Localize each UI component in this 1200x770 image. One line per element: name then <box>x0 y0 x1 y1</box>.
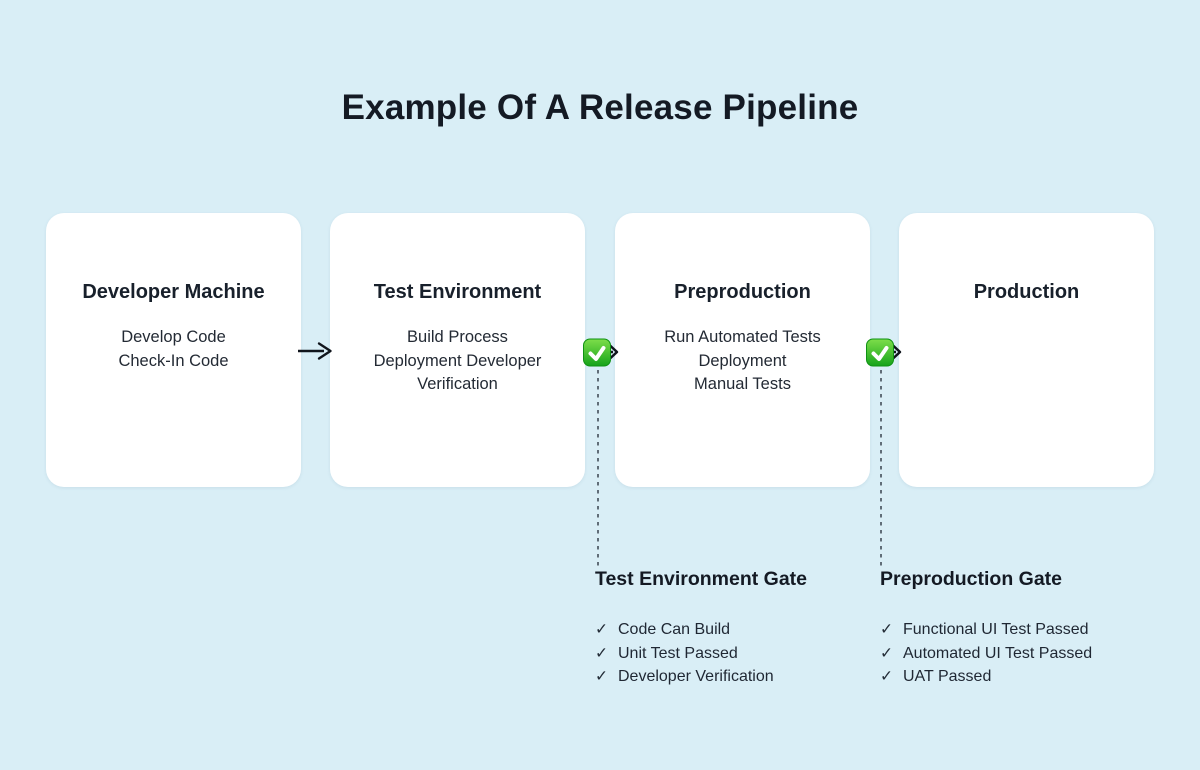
stage-task: Deployment Developer <box>373 351 542 370</box>
gate-checklist-item: ✓ Unit Test Passed <box>595 642 807 666</box>
stage-title: Preproduction <box>674 281 811 303</box>
check-icon: ✓ <box>595 668 608 685</box>
check-icon: ✓ <box>595 644 608 662</box>
stage-title: Test Environment <box>373 281 542 303</box>
gate-item-label: Automated UI Test Passed <box>903 644 1093 662</box>
gate-check-icon <box>583 338 619 367</box>
check-icon: ✓ <box>880 621 893 638</box>
gate-checklist-item: ✓ UAT Passed <box>880 665 1092 689</box>
stage-task: Develop Code <box>121 328 226 346</box>
gate-item-label: Developer Verification <box>618 668 774 685</box>
stage-task: Build Process <box>407 328 508 346</box>
gate-preproduction: Preproduction Gate ✓ Functional UI Test … <box>880 568 1092 689</box>
gate-checklist-item: ✓ Code Can Build <box>595 618 807 642</box>
stage-task: Deployment <box>698 351 787 370</box>
gate-item-label: UAT Passed <box>903 668 992 685</box>
check-icon: ✓ <box>595 621 608 638</box>
page-title: Example Of A Release Pipeline <box>341 88 859 127</box>
gate-title: Test Environment Gate <box>595 568 808 590</box>
gate-test-environment: Test Environment Gate ✓ Code Can Build ✓… <box>595 568 807 689</box>
gate-connector-line <box>880 370 882 566</box>
stage-box-production: Production <box>899 213 1154 487</box>
stage-tasks: Develop Code Check-In Code <box>46 326 301 373</box>
gate-check-icon <box>866 338 902 367</box>
gate-connector-line <box>597 370 599 566</box>
stage-task: Check-In Code <box>118 351 229 370</box>
gate-checklist: ✓ Functional UI Test Passed ✓ Automated … <box>880 618 1092 689</box>
stage-title: Developer Machine <box>82 281 265 303</box>
flow-arrow-icon <box>298 342 332 360</box>
gate-checklist-item: ✓ Developer Verification <box>595 665 807 689</box>
check-icon: ✓ <box>880 644 893 662</box>
gate-checklist-item: ✓ Automated UI Test Passed <box>880 642 1092 666</box>
gate-checklist: ✓ Code Can Build ✓ Unit Test Passed ✓ De… <box>595 618 807 689</box>
gate-item-label: Functional UI Test Passed <box>903 621 1089 638</box>
stage-box-preproduction: Preproduction Run Automated Tests Deploy… <box>615 213 870 487</box>
check-icon: ✓ <box>880 668 893 685</box>
gate-checklist-item: ✓ Functional UI Test Passed <box>880 618 1092 642</box>
stage-title: Production <box>973 281 1080 303</box>
gate-item-label: Code Can Build <box>618 621 731 638</box>
stage-task: Run Automated Tests <box>664 328 821 346</box>
stage-tasks: Build Process Deployment Developer Verif… <box>330 326 585 397</box>
stage-box-test-environment: Test Environment Build Process Deploymen… <box>330 213 585 487</box>
stage-task: Verification <box>417 375 498 393</box>
gate-item-label: Unit Test Passed <box>618 644 738 662</box>
stage-tasks: Run Automated Tests Deployment Manual Te… <box>615 326 870 397</box>
gate-title: Preproduction Gate <box>880 568 1063 590</box>
stage-task: Manual Tests <box>694 375 791 393</box>
stage-box-developer-machine: Developer Machine Develop Code Check-In … <box>46 213 301 487</box>
